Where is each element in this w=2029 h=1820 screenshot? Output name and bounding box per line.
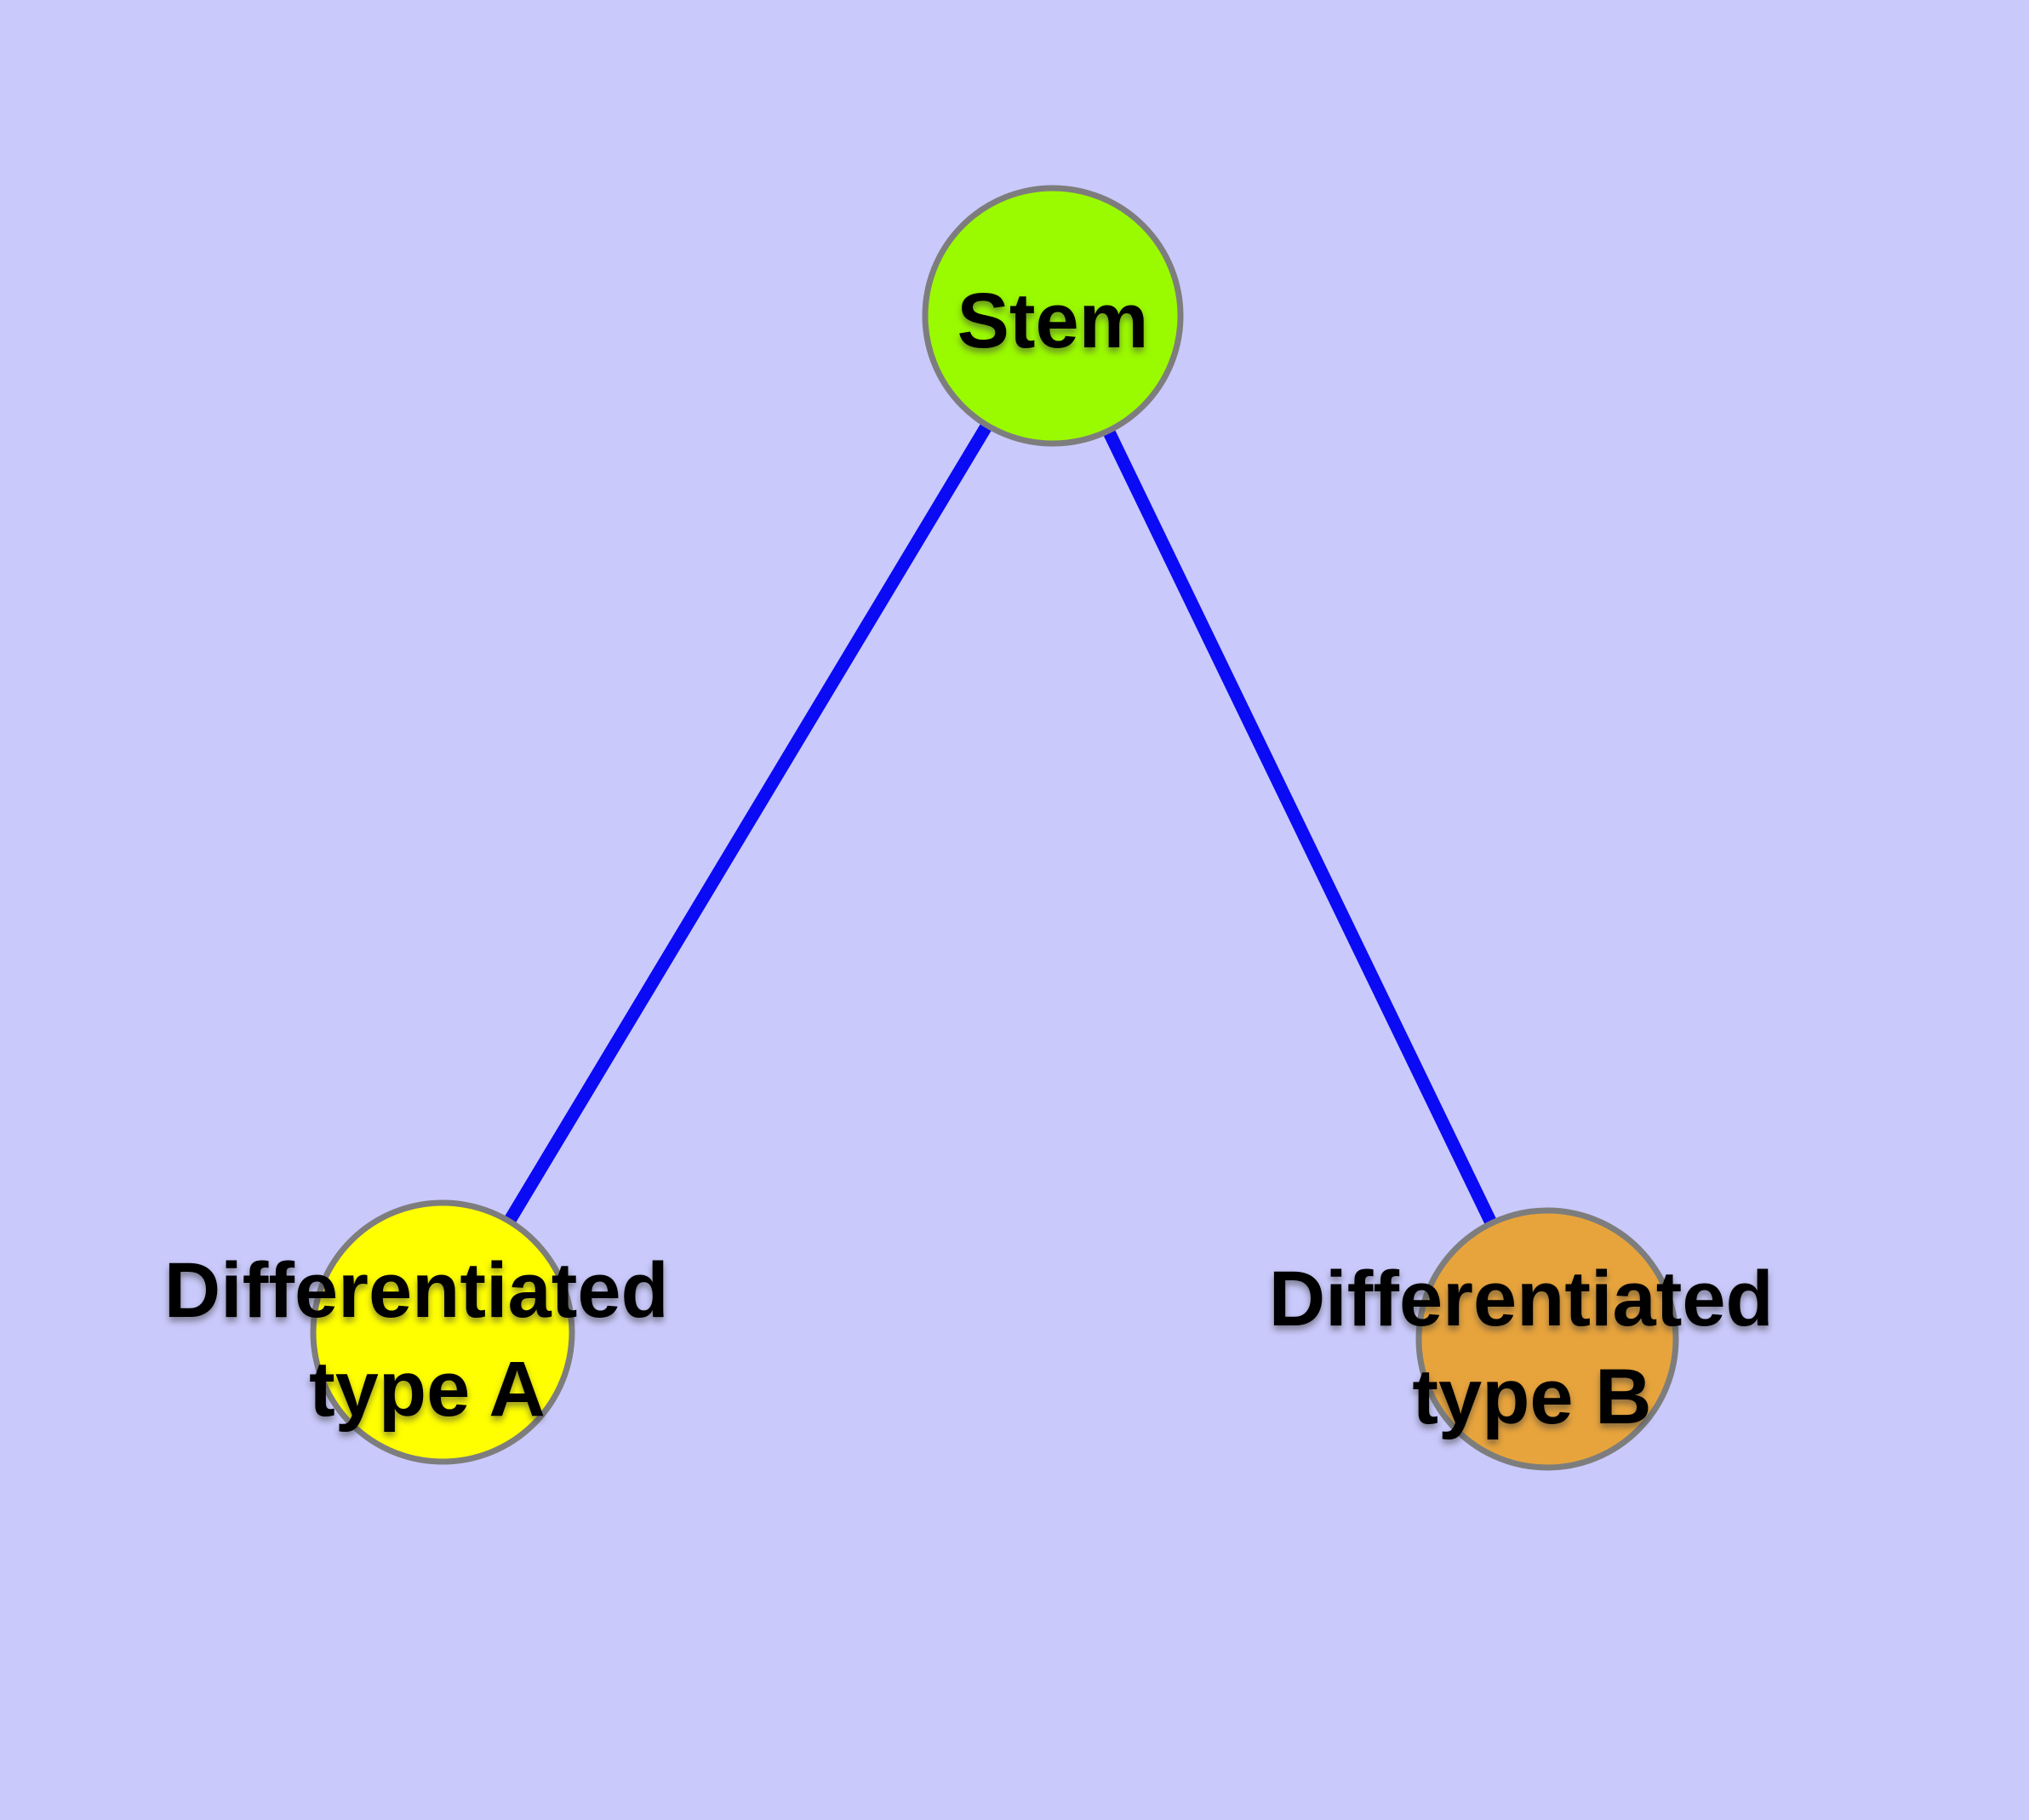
node-type-b-label: Differentiated type B <box>1269 1256 1796 1440</box>
node-stem: Stem <box>922 185 1184 447</box>
node-type-a-label: Differentiated type A <box>164 1247 691 1433</box>
node-type-b-label-line1: Differentiated <box>1269 1256 1774 1342</box>
node-type-b: Differentiated type B <box>1269 1207 1796 1471</box>
node-stem-label: Stem <box>957 278 1149 364</box>
node-type-a-circle <box>310 1199 575 1465</box>
edge-stem-to-type-a <box>437 312 1059 1336</box>
node-type-a-label-line1: Differentiated <box>164 1247 669 1334</box>
edge-stem-to-type-b <box>1047 312 1553 1342</box>
node-type-a: Differentiated type A <box>164 1199 691 1465</box>
node-type-a-label-line2: type A <box>309 1346 546 1433</box>
edges <box>437 312 1553 1342</box>
node-type-b-circle <box>1415 1207 1679 1471</box>
node-type-b-label-line2: type B <box>1412 1354 1651 1440</box>
node-stem-circle <box>922 185 1184 447</box>
nodes: Stem Differentiated type A Differentiate… <box>164 185 1796 1471</box>
